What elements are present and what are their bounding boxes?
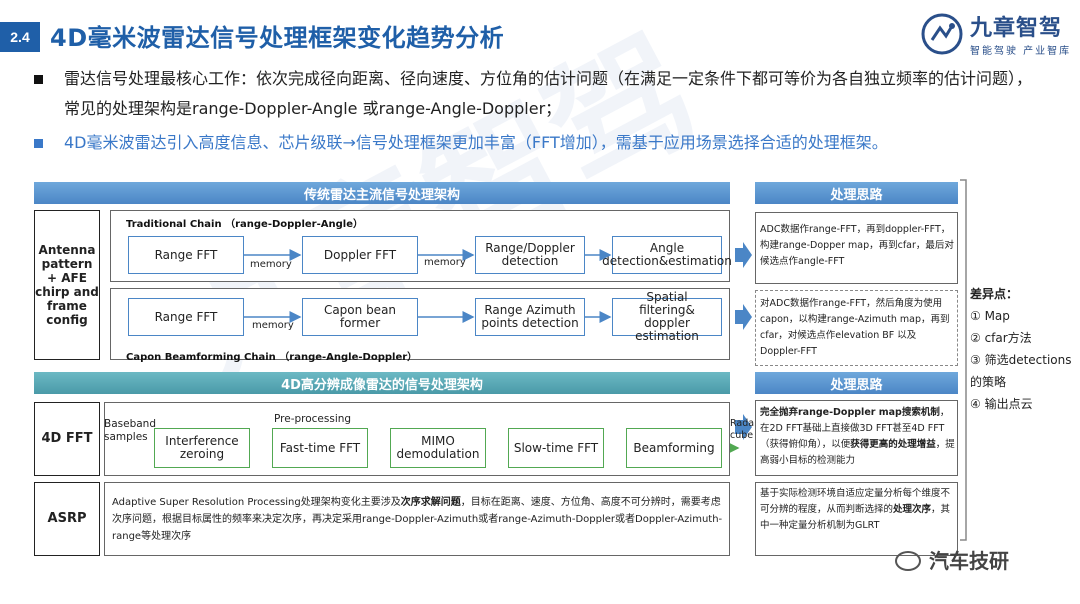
antenna-config-label: Antenna pattern + AFE chirp and frame co…	[34, 210, 100, 360]
note-traditional: ADC数据作range-FFT，再到doppler-FFT，构建range-Do…	[760, 224, 954, 267]
beamforming: Beamforming	[626, 428, 722, 468]
note-capon: 对ADC数据作range-FFT，然后角度为使用capon，以构建range-A…	[760, 298, 950, 357]
baseband-samples-label: Baseband samples	[104, 418, 156, 443]
fourd-side-bar: 处理思路	[755, 372, 958, 394]
difference-item: ① Map	[970, 309, 1010, 323]
chain2-capon-beamformer: Capon bean former	[302, 298, 418, 336]
difference-item: ③ 筛选detections的策略	[970, 353, 1072, 389]
chain1-range-doppler-detection: Range/Doppler detection	[475, 236, 585, 274]
bullet-1: 雷达信号处理最核心工作：依次完成径向距离、径向速度、方位角的估计问题（在满足一定…	[34, 64, 1044, 124]
section-number: 2.4	[0, 22, 40, 52]
fast-time-fft: Fast-time FFT	[272, 428, 368, 468]
note-asrp: 基于实际检测环境自适应定量分析每个维度不可分辨的程度，从而判断选择的处理次序，其…	[760, 488, 951, 531]
chain1-memory-1: memory	[250, 259, 292, 270]
differences-list: 差异点： ① Map ② cfar方法 ③ 筛选detections的策略 ④ …	[970, 283, 1078, 415]
bullet-2: 4D毫米波雷达引入高度信息、芯片级联→信号处理框架更加丰富（FFT增加），需基于…	[34, 128, 1064, 158]
differences-title: 差异点：	[970, 287, 1019, 301]
asrp-box	[104, 482, 730, 556]
traditional-chain-title: Traditional Chain （range-Doppler-Angle）	[126, 219, 363, 230]
asrp-description: Adaptive Super Resolution Processing处理架构…	[112, 497, 723, 542]
brand-logo: 九章智驾 智能驾驶 产业智库	[920, 8, 1080, 64]
chain1-range-fft: Range FFT	[128, 236, 244, 274]
mimo-demodulation: MIMO demodulation	[390, 428, 486, 468]
slow-time-fft: Slow-time FFT	[508, 428, 604, 468]
logo-icon	[921, 13, 963, 55]
traditional-side-bar: 处理思路	[755, 182, 958, 204]
difference-item: ④ 输出点云	[970, 397, 1033, 411]
page-title: 4D毫米波雷达信号处理框架变化趋势分析	[50, 24, 505, 52]
difference-item: ② cfar方法	[970, 331, 1032, 345]
chain1-doppler-fft: Doppler FFT	[302, 236, 418, 274]
logo-brand: 九章智驾	[970, 16, 1063, 41]
interference-zeroing: Interference zeroing	[154, 428, 250, 468]
fourd-bar: 4D高分辨成像雷达的信号处理架构	[34, 372, 730, 394]
label-4d-fft: 4D FFT	[34, 402, 100, 476]
wechat-watermark: 汽车技研	[895, 545, 1009, 574]
chain1-angle-estimation: Angle detection&estimation	[602, 236, 732, 274]
chain2-range-fft: Range FFT	[128, 298, 244, 336]
preprocessing-label: Pre-processing	[274, 413, 352, 425]
wechat-icon	[895, 551, 921, 571]
chain2-memory: memory	[252, 320, 294, 331]
chain2-range-azimuth-detection: Range Azimuth points detection	[475, 298, 585, 336]
note-4dfft-box	[755, 400, 958, 476]
capon-chain-title: Capon Beamforming Chain （range-Angle-Dop…	[126, 352, 418, 363]
note2-box	[755, 290, 958, 366]
radar-cube-label: Radar cube	[730, 418, 758, 441]
traditional-bar: 传统雷达主流信号处理架构	[34, 182, 730, 204]
note-asrp-box	[755, 482, 958, 556]
logo-slogan: 智能驾驶 产业智库	[970, 46, 1072, 57]
label-asrp: ASRP	[34, 482, 100, 556]
note1-box	[755, 212, 958, 284]
chain1-memory-2: memory	[424, 257, 466, 268]
note-4dfft: 完全抛弃range-Doppler map搜索机制，在2D FFT基础上直接做3…	[760, 407, 955, 466]
